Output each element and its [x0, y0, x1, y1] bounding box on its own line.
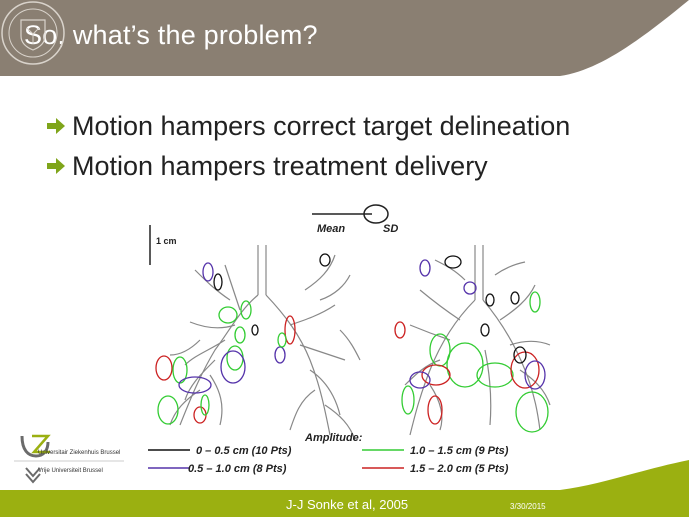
university-seal-icon — [1, 1, 65, 65]
legend-label: 0 – 0.5 cm (10 Pts) — [196, 445, 292, 457]
airway-tree-sagittal — [404, 245, 551, 436]
slide-title: So, what’s the problem? — [24, 20, 318, 50]
header-band — [0, 0, 689, 76]
lung-motion-figure: 1 cm Mean SD — [148, 204, 551, 475]
slide-header: So, what’s the problem? — [0, 0, 689, 76]
legend-label: 0.5 – 1.0 cm (8 Pts) — [188, 463, 287, 475]
vub-logo-icon — [25, 467, 41, 484]
logo-divider — [14, 460, 124, 462]
footer-curve — [560, 460, 689, 490]
arrow-right-icon — [47, 118, 65, 134]
footer-bar — [0, 460, 689, 517]
scale-label: 1 cm — [156, 236, 177, 246]
legend-label: 1.0 – 1.5 cm (9 Pts) — [410, 445, 509, 457]
bullet-text: Motion hampers correct target delineatio… — [72, 110, 571, 141]
slide-date: 3/30/2015 — [510, 502, 546, 511]
bullet-item: Motion hampers correct target delineatio… — [46, 106, 570, 146]
mean-label: Mean — [317, 223, 345, 235]
arrow-right-icon — [47, 158, 65, 174]
citation-text: J-J Sonke et al, 2005 — [286, 497, 409, 512]
figure-legend: 0 – 0.5 cm (10 Pts) 1.0 – 1.5 cm (9 Pts)… — [148, 445, 509, 475]
logo-line-2: Vrije Universiteit Brussel — [38, 468, 103, 474]
legend-label: 1.5 – 2.0 cm (5 Pts) — [410, 463, 509, 475]
bullet-item: Motion hampers treatment delivery — [46, 146, 570, 186]
motion-trajectories-sagittal — [394, 255, 549, 433]
uz-brussel-logo-icon — [20, 434, 51, 458]
hospital-logo: Universitair Ziekenhuis Brussel Vrije Un… — [14, 432, 134, 492]
bullet-text: Motion hampers treatment delivery — [72, 150, 488, 181]
bullet-list: Motion hampers correct target delineatio… — [46, 106, 570, 186]
sd-label: SD — [383, 223, 398, 235]
sd-key-ellipse — [363, 204, 389, 224]
logo-line-1: Universitair Ziekenhuis Brussel — [38, 450, 121, 456]
airway-tree-coronal — [169, 245, 361, 441]
motion-trajectories-coronal — [155, 253, 331, 425]
amplitude-label: Amplitude: — [304, 432, 363, 444]
